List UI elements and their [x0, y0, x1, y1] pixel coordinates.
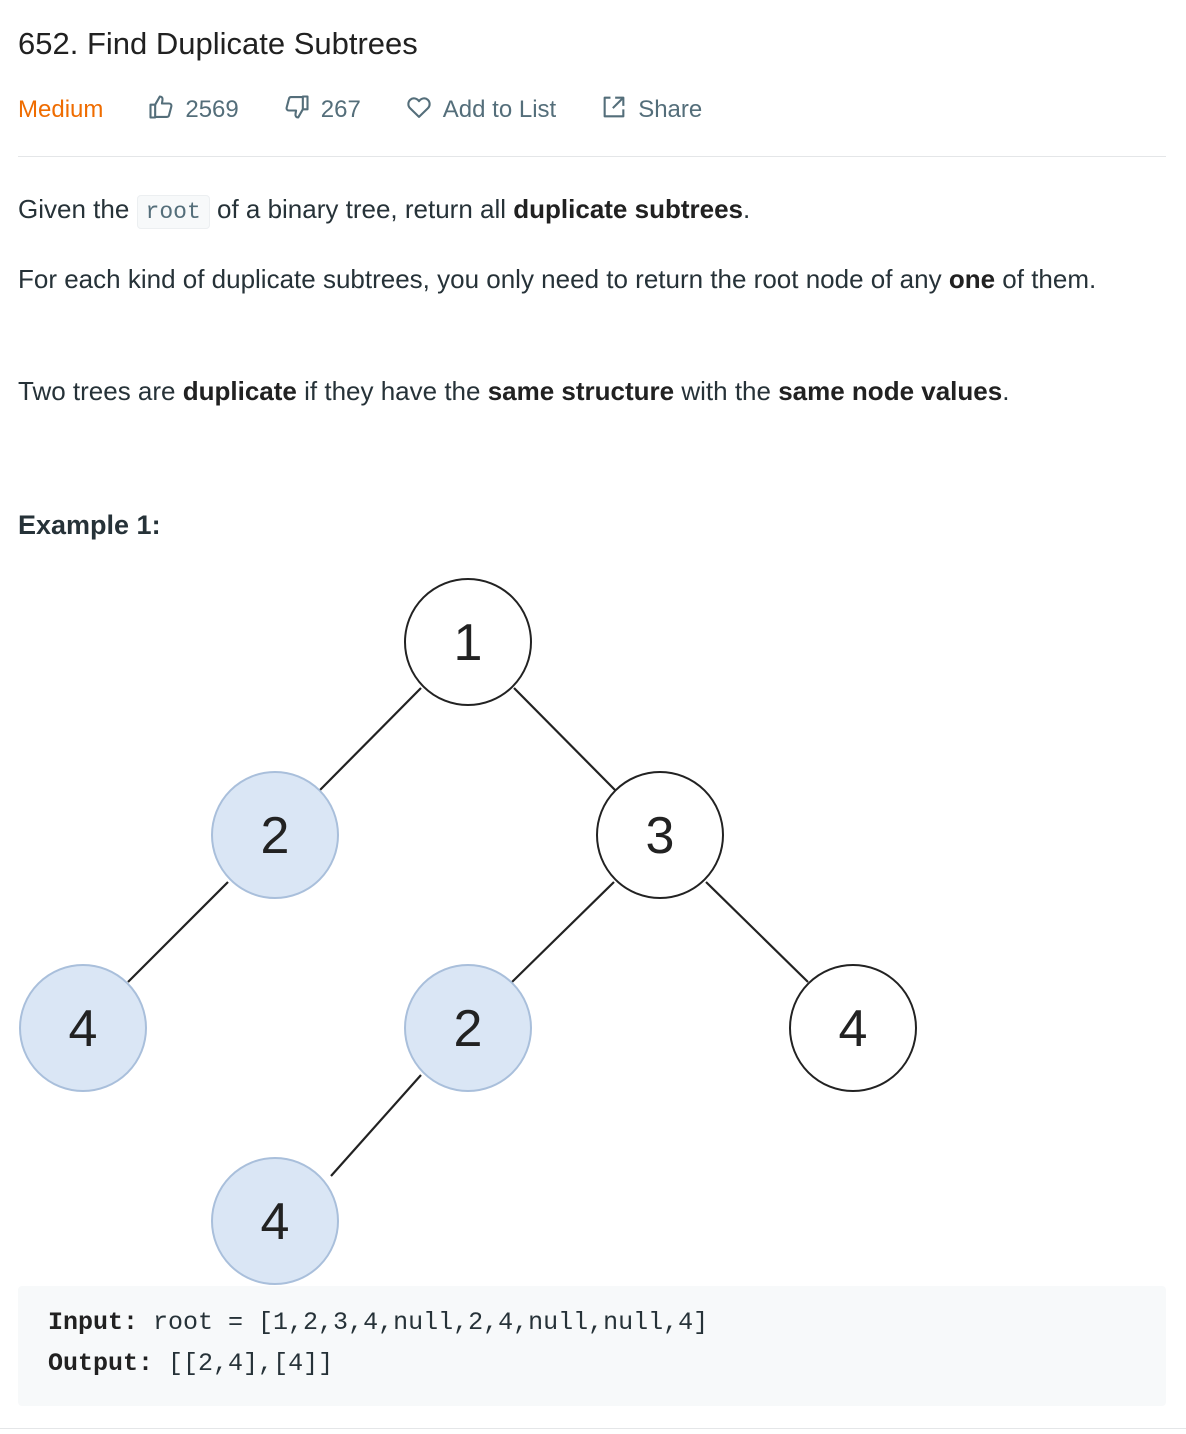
- tree-node-circle: [19, 964, 147, 1092]
- example-output-line: Output: [[2,4],[4]]: [48, 1349, 333, 1378]
- dislike-button[interactable]: 267: [283, 93, 361, 128]
- tree-node-circle: [404, 578, 532, 706]
- text-segment: Given the: [18, 194, 130, 224]
- output-label: Output:: [48, 1349, 154, 1378]
- text-segment: Two trees are: [18, 376, 176, 406]
- tree-edge: [511, 881, 615, 983]
- bold-text: same structure: [487, 376, 675, 406]
- add-to-list-label: Add to List: [442, 96, 557, 123]
- tree-node-circle: [789, 964, 917, 1092]
- tree-node-circle: [404, 964, 532, 1092]
- tree-node-circle: [211, 771, 339, 899]
- example-heading: Example 1:: [18, 510, 161, 540]
- text-segment: of them.: [1002, 264, 1097, 294]
- share-icon: [600, 93, 638, 128]
- tree-node-4-right: 4: [789, 964, 917, 1092]
- text-segment: if they have the: [304, 376, 481, 406]
- bold-text: duplicate: [182, 376, 297, 406]
- tree-node-4-bottom: 4: [211, 1157, 339, 1285]
- tree-node-2-left: 2: [211, 771, 339, 899]
- header-divider: [18, 156, 1166, 157]
- tree-node-3: 3: [596, 771, 724, 899]
- bold-text: duplicate subtrees: [513, 194, 743, 224]
- like-button[interactable]: 2569: [147, 93, 239, 128]
- tree-edge: [319, 687, 422, 791]
- thumbs-down-icon: [283, 93, 321, 128]
- share-button[interactable]: Share: [600, 93, 702, 128]
- description-paragraph-1: Given the root of a binary tree, return …: [18, 188, 1166, 233]
- problem-meta-bar: Medium 2569 267 Add to List Share: [18, 92, 746, 128]
- binary-tree-diagram: 1 2 3 4 2 4 4: [19, 578, 917, 1285]
- tree-node-label: 2: [454, 1000, 483, 1058]
- text-segment: .: [743, 194, 751, 224]
- tree-node-2-middle: 2: [404, 964, 532, 1092]
- tree-node-label: 2: [261, 807, 290, 865]
- tree-node-circle: [596, 771, 724, 899]
- tree-node-circle: [211, 1157, 339, 1285]
- tree-edge: [127, 881, 229, 983]
- problem-title: 652. Find Duplicate Subtrees: [18, 26, 418, 61]
- text-segment: .: [1002, 376, 1010, 406]
- text-segment: of a binary tree, return all: [216, 194, 507, 224]
- thumbs-up-icon: [147, 93, 185, 128]
- heart-icon: [405, 93, 443, 128]
- add-to-list-button[interactable]: Add to List: [405, 93, 556, 128]
- tree-node-1: 1: [404, 578, 532, 706]
- tree-node-4-far-left: 4: [19, 964, 147, 1092]
- description-paragraph-2: For each kind of duplicate subtrees, you…: [18, 258, 1166, 300]
- tree-node-label: 3: [646, 807, 675, 865]
- text-segment: For each kind of duplicate subtrees, you…: [18, 264, 942, 294]
- bold-text: same node values: [778, 376, 1003, 406]
- dislike-count: 267: [320, 96, 361, 123]
- bottom-divider: [0, 1428, 1186, 1429]
- tree-node-label: 4: [261, 1193, 290, 1251]
- text-segment: with the: [681, 376, 771, 406]
- tree-edge: [705, 881, 809, 983]
- like-count: 2569: [185, 96, 239, 123]
- output-value: [[2,4],[4]]: [168, 1349, 334, 1378]
- example-code-block: Input: root = [1,2,3,4,null,2,4,null,nul…: [18, 1286, 1166, 1406]
- bold-text: one: [948, 264, 996, 294]
- share-label: Share: [638, 96, 703, 123]
- difficulty-badge: Medium: [18, 96, 104, 123]
- tree-node-label: 4: [839, 1000, 868, 1058]
- input-value: root = [1,2,3,4,null,2,4,null,null,4]: [153, 1308, 709, 1337]
- tree-node-label: 1: [454, 614, 483, 672]
- description-paragraph-3: Two trees are duplicate if they have the…: [18, 370, 1166, 412]
- tree-edge: [330, 1074, 422, 1177]
- inline-code-root: root: [136, 195, 210, 229]
- input-label: Input:: [48, 1308, 139, 1337]
- example-input-line: Input: root = [1,2,3,4,null,2,4,null,nul…: [48, 1308, 708, 1337]
- tree-edge: [513, 687, 616, 791]
- tree-node-label: 4: [69, 1000, 98, 1058]
